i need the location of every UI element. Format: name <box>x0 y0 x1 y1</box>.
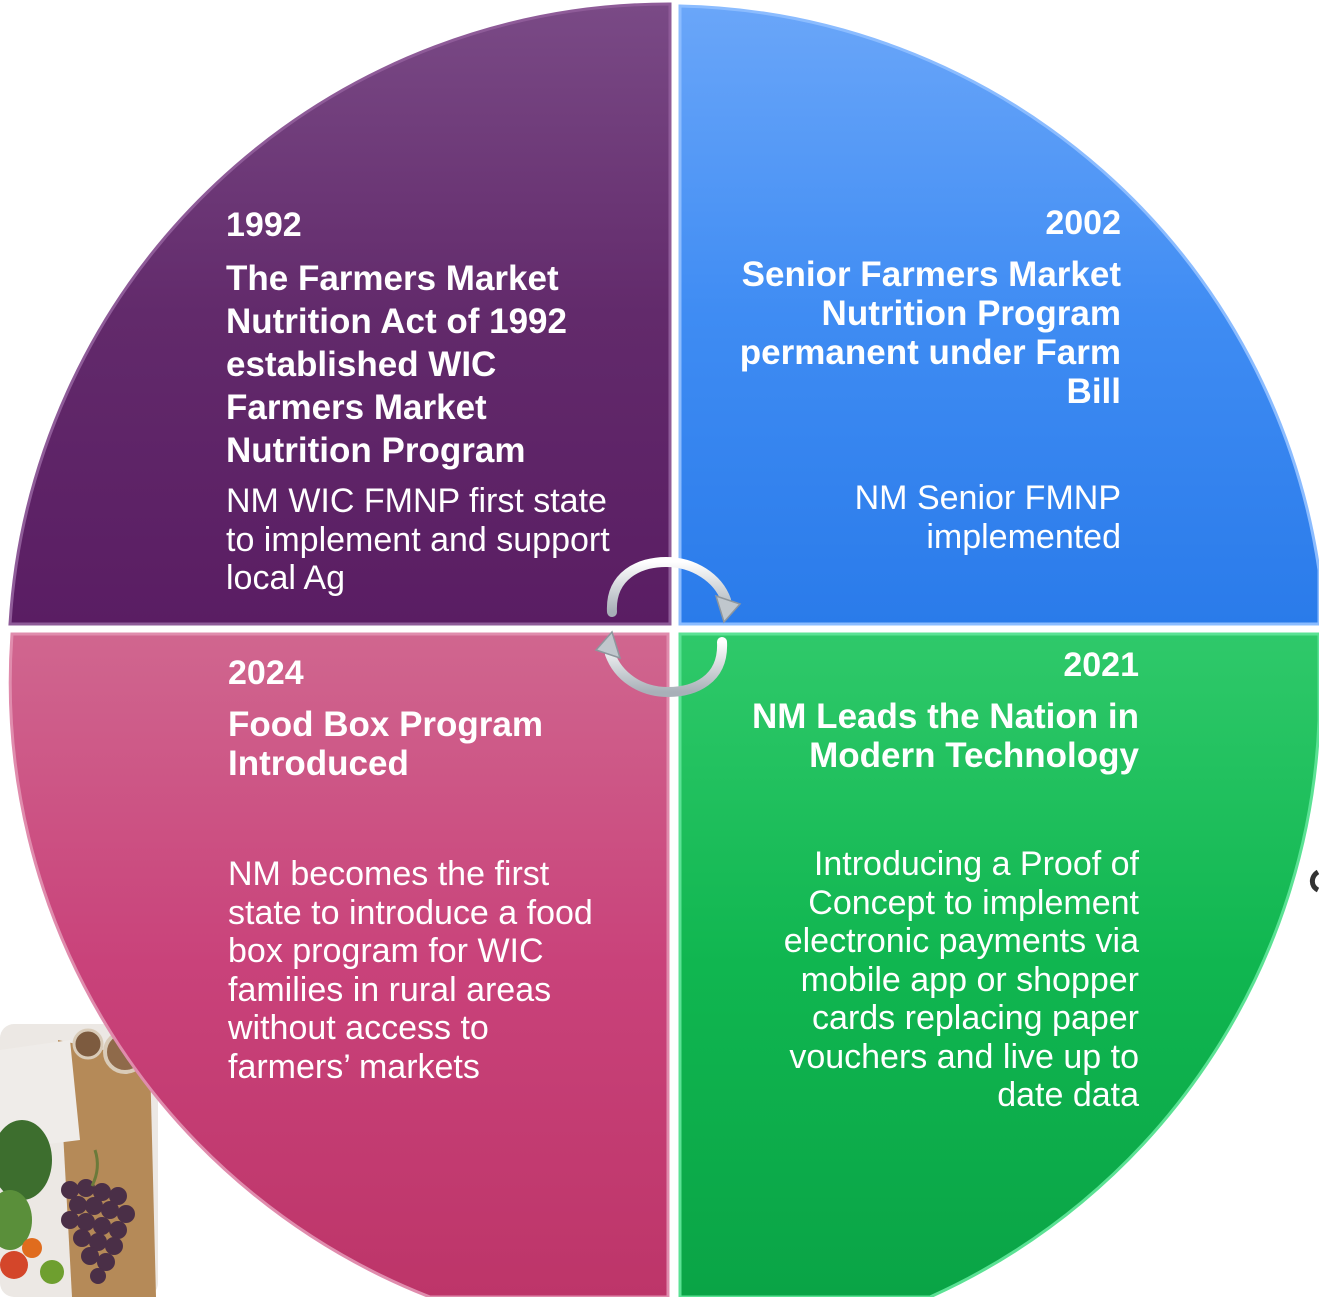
quadrant-1992 <box>8 2 672 626</box>
year-label: 2021 <box>1063 646 1139 684</box>
body-line: date data <box>997 1076 1139 1114</box>
heading-line: NM Leads the Nation in <box>752 697 1139 736</box>
body-line: local Ag <box>226 559 346 597</box>
year-label: 2002 <box>1045 204 1121 242</box>
body-line: vouchers and live up to <box>789 1037 1139 1076</box>
body-line: NM becomes the first <box>228 855 550 893</box>
body-line: state to introduce a food <box>228 893 593 932</box>
quadrant-2021-text: 2021 NM Leads the Nation in Modern Techn… <box>700 645 1139 1115</box>
body-line: box program for WIC <box>228 932 544 970</box>
heading-line: The Farmers Market <box>226 259 559 298</box>
heading-line: Senior Farmers Market <box>741 255 1121 294</box>
body-line: to implement and support <box>226 520 610 559</box>
year-label: 2024 <box>228 654 304 692</box>
milestone-heading: Food Box Program Introduced <box>228 705 648 783</box>
quadrant-2024 <box>8 632 670 1297</box>
heading-line: established WIC <box>226 345 497 384</box>
body-line: farmers’ markets <box>228 1047 480 1086</box>
body-line: implemented <box>926 517 1121 556</box>
milestone-heading: The Farmers Market Nutrition Act of 1992… <box>226 257 656 472</box>
edge-fragment <box>1305 860 1319 940</box>
body-line: electronic payments via <box>783 922 1139 960</box>
heading-line: Nutrition Act of 1992 <box>226 302 567 341</box>
cycle-arrows-icon <box>594 556 742 698</box>
quadrant-2002 <box>678 4 1319 626</box>
heading-line: Food Box Program <box>228 705 544 744</box>
body-line: cards replacing paper <box>812 999 1139 1037</box>
heading-line: Nutrition Program <box>226 431 526 470</box>
quadrant-2002-text: 2002 Senior Farmers Market Nutrition Pro… <box>700 203 1121 556</box>
body-line: Introducing a Proof of <box>813 845 1139 883</box>
milestone-description: Introducing a Proof of Concept to implem… <box>700 845 1139 1115</box>
heading-line: Nutrition Program <box>821 294 1121 333</box>
quadrant-2024-text: 2024 Food Box Program Introduced NM beco… <box>228 653 648 1086</box>
milestone-heading: Senior Farmers Market Nutrition Program … <box>700 255 1121 411</box>
body-line: without access to <box>228 1009 489 1047</box>
quadrant-2021 <box>678 632 1319 1297</box>
body-line: NM WIC FMNP first state <box>226 482 607 520</box>
heading-line: permanent under Farm <box>739 333 1121 372</box>
body-line: families in rural areas <box>228 970 552 1009</box>
milestone-description: NM becomes the first state to introduce … <box>228 855 648 1086</box>
heading-line: Bill <box>1066 372 1121 411</box>
milestone-description: NM Senior FMNP implemented <box>700 479 1121 556</box>
quadrant-1992-text: 1992 The Farmers Market Nutrition Act of… <box>226 205 656 598</box>
heading-line: Introduced <box>228 744 409 783</box>
year-label: 1992 <box>226 206 302 244</box>
heading-line: Modern Technology <box>809 736 1139 775</box>
body-line: NM Senior FMNP <box>854 479 1121 517</box>
milestone-heading: NM Leads the Nation in Modern Technology <box>700 697 1139 775</box>
milestone-description: NM WIC FMNP first state to implement and… <box>226 482 656 598</box>
body-line: mobile app or shopper <box>800 960 1139 999</box>
body-line: Concept to implement <box>808 883 1139 922</box>
heading-line: Farmers Market <box>226 388 487 427</box>
